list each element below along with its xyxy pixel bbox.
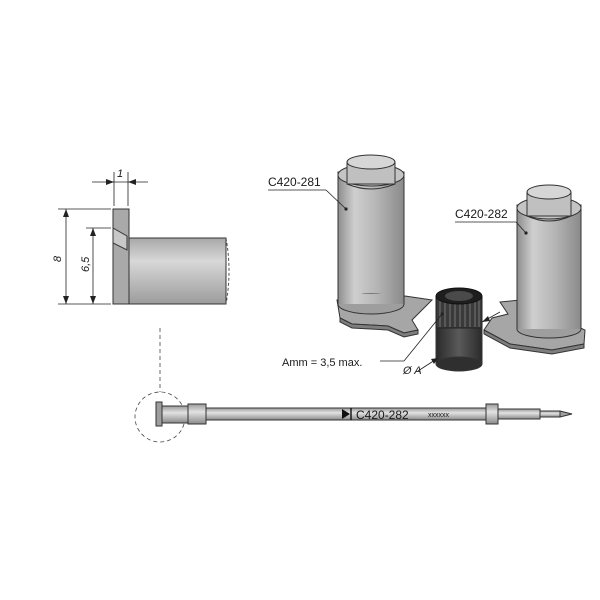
dim-height-inner-label: 6,5 [80,256,92,272]
part-left-label: C420-281 [268,175,321,189]
cartridge-serial-text: xxxxxx [428,412,450,419]
diameter-label: Ø A [402,365,422,377]
detail-plate-notch [112,227,128,251]
dim-height-total-label: 8 [52,255,64,262]
part-right-label: C420-282 [455,207,508,221]
part-right-cylinder [516,204,582,330]
dim-thickness-label: 1 [117,168,123,180]
cartridge: C420-282 xxxxxx [134,328,573,443]
part-left-cylinder [337,171,405,305]
part-c420-281 [336,154,434,338]
cartridge-model-label: C420-282 [356,408,409,422]
detail-plate [112,208,130,305]
detail-cylinder [128,237,227,305]
amm-spec-label: Amm = 3,5 max. [282,357,362,369]
part-c420-282 [483,184,586,355]
threaded-insert [435,287,483,372]
detail-view: 1 8 6,5 [52,168,230,305]
